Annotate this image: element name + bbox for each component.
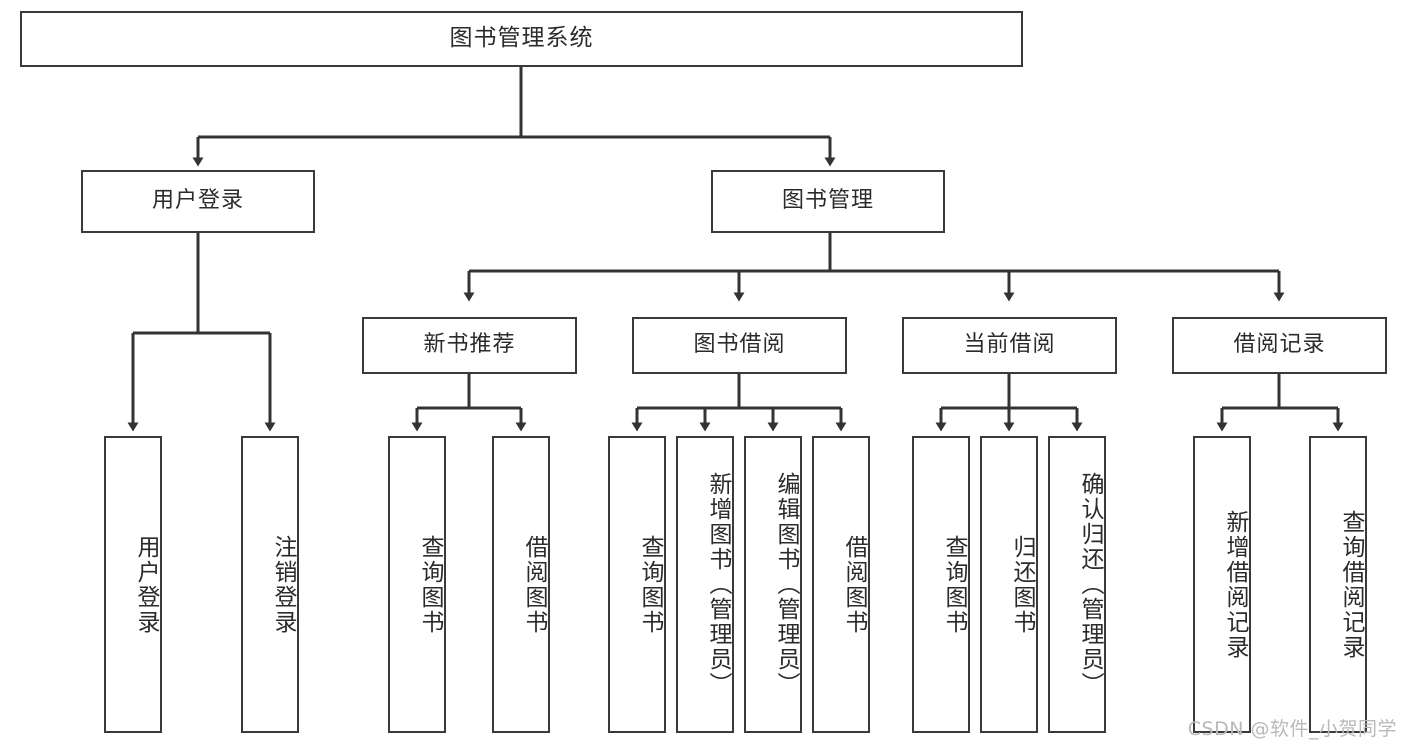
node-borrow-record[interactable]: 借阅记录: [1172, 317, 1387, 374]
node-label: 图书借阅: [693, 332, 786, 358]
node-label: 借阅图书: [521, 534, 547, 635]
node-label: 图书管理: [781, 188, 874, 214]
node-label: 编辑图书（管理员）: [773, 472, 799, 697]
node-label: 新增借阅记录: [1222, 509, 1248, 660]
leaf-logout[interactable]: 注销登录: [241, 436, 299, 733]
leaf-borrow-borrow-book[interactable]: 借阅图书: [812, 436, 870, 733]
node-label: 归还图书: [1009, 534, 1035, 635]
leaf-current-query-book[interactable]: 查询图书: [912, 436, 970, 733]
node-current-borrow[interactable]: 当前借阅: [902, 317, 1117, 374]
node-label: 新书推荐: [423, 332, 516, 358]
leaf-record-add-borrow-record[interactable]: 新增借阅记录: [1193, 436, 1251, 733]
node-label: 借阅记录: [1233, 332, 1326, 358]
node-book-management[interactable]: 图书管理: [711, 170, 945, 233]
leaf-recommend-query-book[interactable]: 查询图书: [388, 436, 446, 733]
leaf-user-login[interactable]: 用户登录: [104, 436, 162, 733]
node-label: 查询借阅记录: [1338, 509, 1364, 660]
node-label: 借阅图书: [841, 534, 867, 635]
leaf-current-return-book[interactable]: 归还图书: [980, 436, 1038, 733]
leaf-record-query-borrow-record[interactable]: 查询借阅记录: [1309, 436, 1367, 733]
node-label: 图书管理系统: [449, 25, 594, 52]
node-label: 用户登录: [151, 188, 244, 214]
leaf-recommend-borrow-book[interactable]: 借阅图书: [492, 436, 550, 733]
node-label: 查询图书: [941, 534, 967, 635]
node-label: 新增图书（管理员）: [705, 472, 731, 697]
node-root-system[interactable]: 图书管理系统: [20, 11, 1023, 67]
node-label: 确认归还（管理员）: [1077, 472, 1103, 697]
node-label: 查询图书: [417, 534, 443, 635]
node-label: 查询图书: [637, 534, 663, 635]
leaf-borrow-edit-book-admin[interactable]: 编辑图书（管理员）: [744, 436, 802, 733]
node-book-borrow[interactable]: 图书借阅: [632, 317, 847, 374]
node-new-book-recommend[interactable]: 新书推荐: [362, 317, 577, 374]
node-user-login[interactable]: 用户登录: [81, 170, 315, 233]
node-label: 用户登录: [133, 534, 159, 635]
leaf-borrow-query-book[interactable]: 查询图书: [608, 436, 666, 733]
node-label: 当前借阅: [963, 332, 1056, 358]
watermark: CSDN @软件_小贺同学: [1187, 718, 1397, 740]
leaf-borrow-add-book-admin[interactable]: 新增图书（管理员）: [676, 436, 734, 733]
leaf-current-confirm-return-admin[interactable]: 确认归还（管理员）: [1048, 436, 1106, 733]
node-label: 注销登录: [270, 534, 296, 635]
